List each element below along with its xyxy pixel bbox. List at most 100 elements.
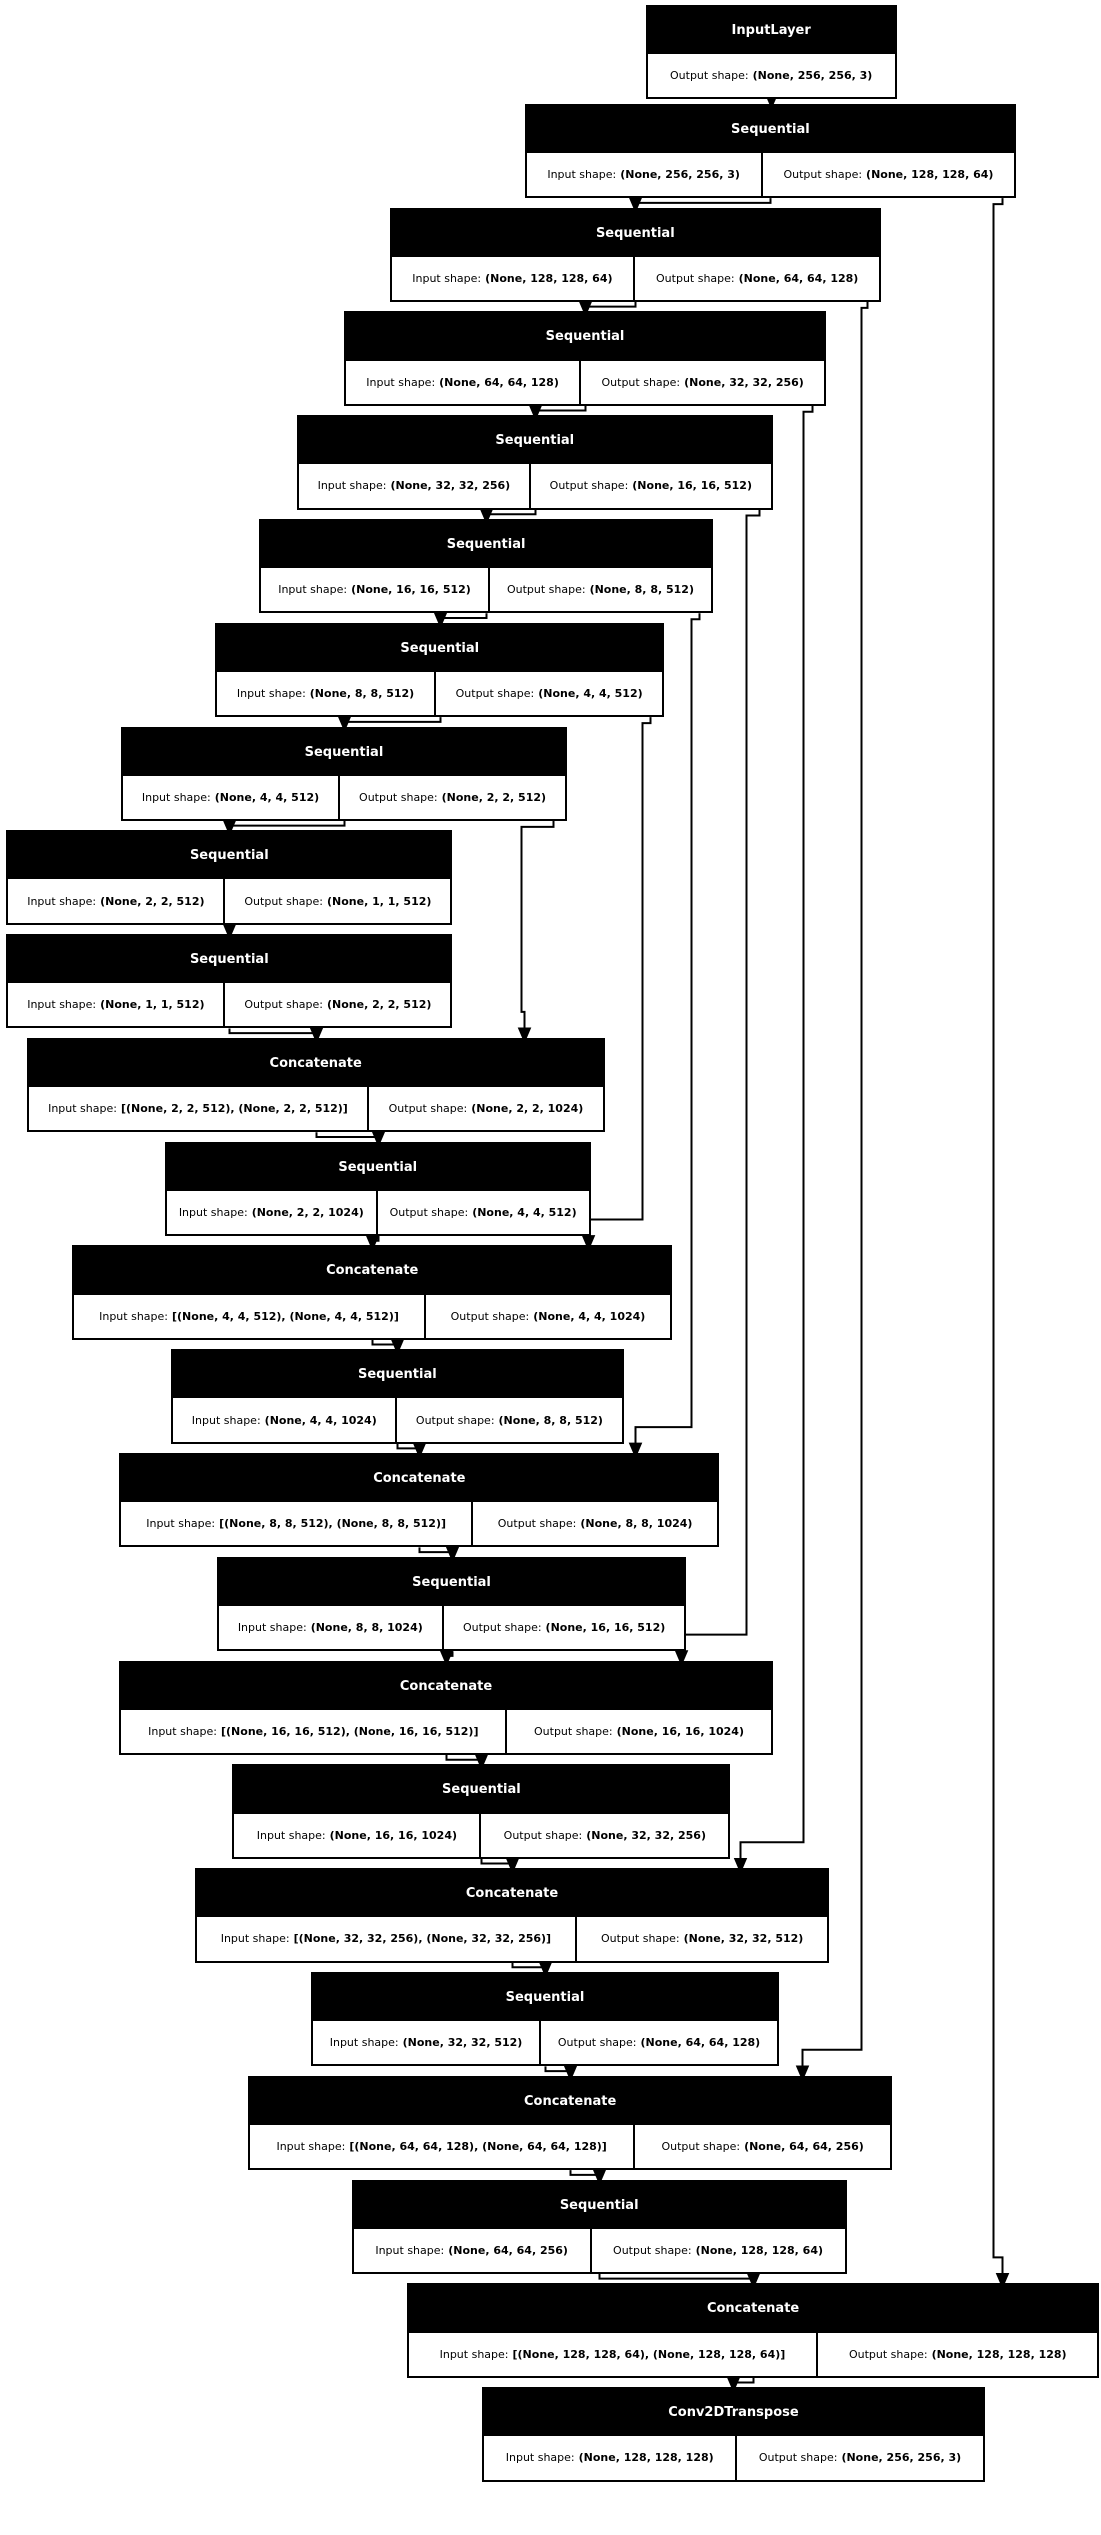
- layer-shapes-row: Input shape:[(None, 2, 2, 512), (None, 2…: [28, 1087, 603, 1131]
- input-shape-value: (None, 4, 4, 1024): [264, 1413, 377, 1427]
- output-shape-value: (None, 32, 32, 512): [683, 1932, 804, 1946]
- layer-type-label: Sequential: [312, 1974, 777, 2022]
- edge-n13-to-n14: [396, 1442, 427, 1459]
- output-shape-cell: Output shape:(None, 64, 64, 128): [635, 256, 880, 300]
- layer-shapes-row: Input shape:[(None, 64, 64, 128), (None,…: [250, 2124, 891, 2169]
- output-shape-value: (None, 128, 128, 64): [695, 2243, 824, 2257]
- output-shape-value: (None, 256, 256, 3): [752, 68, 873, 82]
- edge-n21-to-n22: [598, 2272, 761, 2289]
- output-shape-prefix: Output shape:: [670, 68, 749, 82]
- input-shape-cell: Input shape:(None, 128, 128, 64): [391, 256, 636, 300]
- output-shape-cell: Output shape:(None, 32, 32, 512): [577, 1917, 828, 1961]
- edge-n16-to-n17: [445, 1754, 489, 1771]
- layer-type-label: Sequential: [8, 936, 451, 984]
- output-shape-value: (None, 8, 8, 512): [498, 1413, 603, 1427]
- input-shape-prefix: Input shape:: [256, 1828, 326, 1842]
- layer-type-label: InputLayer: [647, 6, 895, 54]
- output-shape-value: (None, 32, 32, 256): [684, 375, 804, 389]
- output-shape-value: (None, 4, 4, 1024): [533, 1309, 646, 1323]
- input-shape-value: [(None, 8, 8, 512), (None, 8, 8, 512)]: [219, 1517, 446, 1531]
- output-shape-prefix: Output shape:: [557, 2036, 637, 2050]
- layer-type-label: Sequential: [261, 520, 712, 569]
- output-shape-prefix: Output shape:: [462, 1621, 542, 1635]
- output-shape-cell: Output shape:(None, 64, 64, 256): [635, 2124, 891, 2169]
- output-shape-value: (None, 1, 1, 512): [327, 894, 432, 908]
- output-shape-value: (None, 16, 16, 512): [545, 1621, 666, 1635]
- output-shape-cell: Output shape:(None, 256, 256, 3): [647, 53, 895, 98]
- output-shape-cell: Output shape:(None, 4, 4, 512): [435, 671, 663, 716]
- output-shape-prefix: Output shape:: [415, 1413, 495, 1427]
- layer-shapes-row: Input shape:[(None, 16, 16, 512), (None,…: [121, 1709, 771, 1753]
- input-shape-value: (None, 64, 64, 128): [439, 375, 559, 389]
- output-shape-cell: Output shape:(None, 64, 64, 128): [541, 2021, 777, 2065]
- input-shape-cell: Input shape:(None, 4, 4, 1024): [173, 1398, 398, 1442]
- input-shape-value: (None, 32, 32, 256): [390, 479, 511, 493]
- input-shape-value: (None, 1, 1, 512): [100, 998, 205, 1012]
- input-shape-prefix: Input shape:: [48, 1102, 117, 1116]
- output-shape-prefix: Output shape:: [613, 2243, 692, 2257]
- input-shape-cell: Input shape:(None, 128, 128, 128): [484, 2436, 738, 2480]
- layer-type-label: Sequential: [345, 313, 825, 361]
- layer-shapes-row: Input shape:(None, 64, 64, 128)Output sh…: [345, 360, 825, 404]
- layer-shapes-row: Input shape:(None, 4, 4, 512)Output shap…: [122, 775, 565, 819]
- input-shape-prefix: Input shape:: [375, 2243, 445, 2257]
- output-shape-value: (None, 8, 8, 512): [589, 583, 694, 597]
- input-shape-value: [(None, 32, 32, 256), (None, 32, 32, 256…: [293, 1932, 552, 1946]
- output-shape-cell: Output shape:(None, 2, 2, 512): [225, 983, 451, 1027]
- input-shape-cell: Input shape:[(None, 8, 8, 512), (None, 8…: [121, 1502, 473, 1546]
- layer-shapes-row: Input shape:(None, 32, 32, 256) Output sh…: [298, 464, 771, 508]
- output-shape-cell: Output shape:(None, 32, 32, 256): [581, 360, 825, 404]
- layer-shapes-row: Input shape:(None, 256, 256, 3)Output sh…: [526, 152, 1015, 197]
- input-shape-value: (None, 4, 4, 512): [214, 790, 320, 804]
- input-shape-prefix: Input shape:: [178, 1205, 248, 1219]
- input-shape-prefix: Input shape:: [236, 686, 306, 700]
- input-shape-prefix: Input shape:: [276, 2140, 346, 2154]
- edge-n5-to-n6: [433, 612, 488, 629]
- input-shape-cell: Input shape:(None, 2, 2, 512): [8, 879, 226, 923]
- input-shape-prefix: Input shape:: [329, 2036, 399, 2050]
- layer-shapes-row: Input shape:[(None, 4, 4, 512), (None, 4…: [74, 1294, 671, 1338]
- input-shape-value: (None, 2, 2, 1024): [251, 1205, 364, 1219]
- output-shape-cell: Output shape:(None, 16, 16, 1024): [507, 1709, 771, 1753]
- input-shape-cell: Input shape:(None, 16, 16, 512): [261, 568, 490, 612]
- edge-n3-to-n4: [528, 404, 587, 421]
- input-shape-value: (None, 2, 2, 512): [100, 894, 205, 908]
- output-shape-prefix: Output shape:: [534, 1724, 613, 1738]
- input-shape-cell: Input shape:[(None, 4, 4, 512), (None, 4…: [74, 1294, 426, 1338]
- output-shape-cell: Output shape:(None, 128, 128, 128): [818, 2332, 1098, 2376]
- layer-shapes-row: Input shape:[(None, 32, 32, 256), (None,…: [196, 1917, 828, 1961]
- output-shape-prefix: Output shape:: [389, 1205, 469, 1219]
- input-shape-cell: Input shape:(None, 2, 2, 1024): [166, 1190, 378, 1235]
- output-shape-cell: Output shape:(None, 256, 256, 3): [737, 2436, 983, 2480]
- output-shape-cell: Output shape:(None, 16, 16, 512): [530, 464, 771, 508]
- input-shape-cell: Input shape:(None, 16, 16, 1024): [234, 1813, 482, 1857]
- edge-n15-to-n16: [439, 1650, 454, 1667]
- input-shape-prefix: Input shape:: [141, 790, 211, 804]
- input-shape-cell: Input shape:(None, 1, 1, 512): [8, 983, 226, 1027]
- edge-n2-to-n3: [578, 300, 637, 317]
- input-shape-value: (None, 16, 16, 1024): [329, 1828, 458, 1842]
- layer-type-label: Sequential: [353, 2181, 845, 2229]
- edge-n6-to-n7: [337, 716, 442, 733]
- output-shape-cell: Output shape:(None, 128, 128, 64): [762, 152, 1015, 197]
- output-shape-value: (None, 2, 2, 512): [441, 790, 547, 804]
- layer-type-label: Concatenate: [196, 1870, 828, 1918]
- input-shape-prefix: Input shape:: [317, 479, 387, 493]
- input-shape-prefix: Input shape:: [220, 1932, 290, 1946]
- output-shape-cell: Output shape:(None, 4, 4, 1024): [425, 1294, 671, 1338]
- input-shape-prefix: Input shape:: [278, 583, 348, 597]
- output-shape-cell: Output shape:(None, 4, 4, 512): [377, 1190, 589, 1235]
- edge-n11-to-n12: [365, 1235, 380, 1252]
- input-shape-cell: Input shape:(None, 8, 8, 1024): [218, 1606, 444, 1650]
- layer-shapes-row: Input shape:(None, 128, 128, 128)Output …: [484, 2436, 983, 2480]
- input-shape-value: (None, 64, 64, 256): [448, 2243, 568, 2257]
